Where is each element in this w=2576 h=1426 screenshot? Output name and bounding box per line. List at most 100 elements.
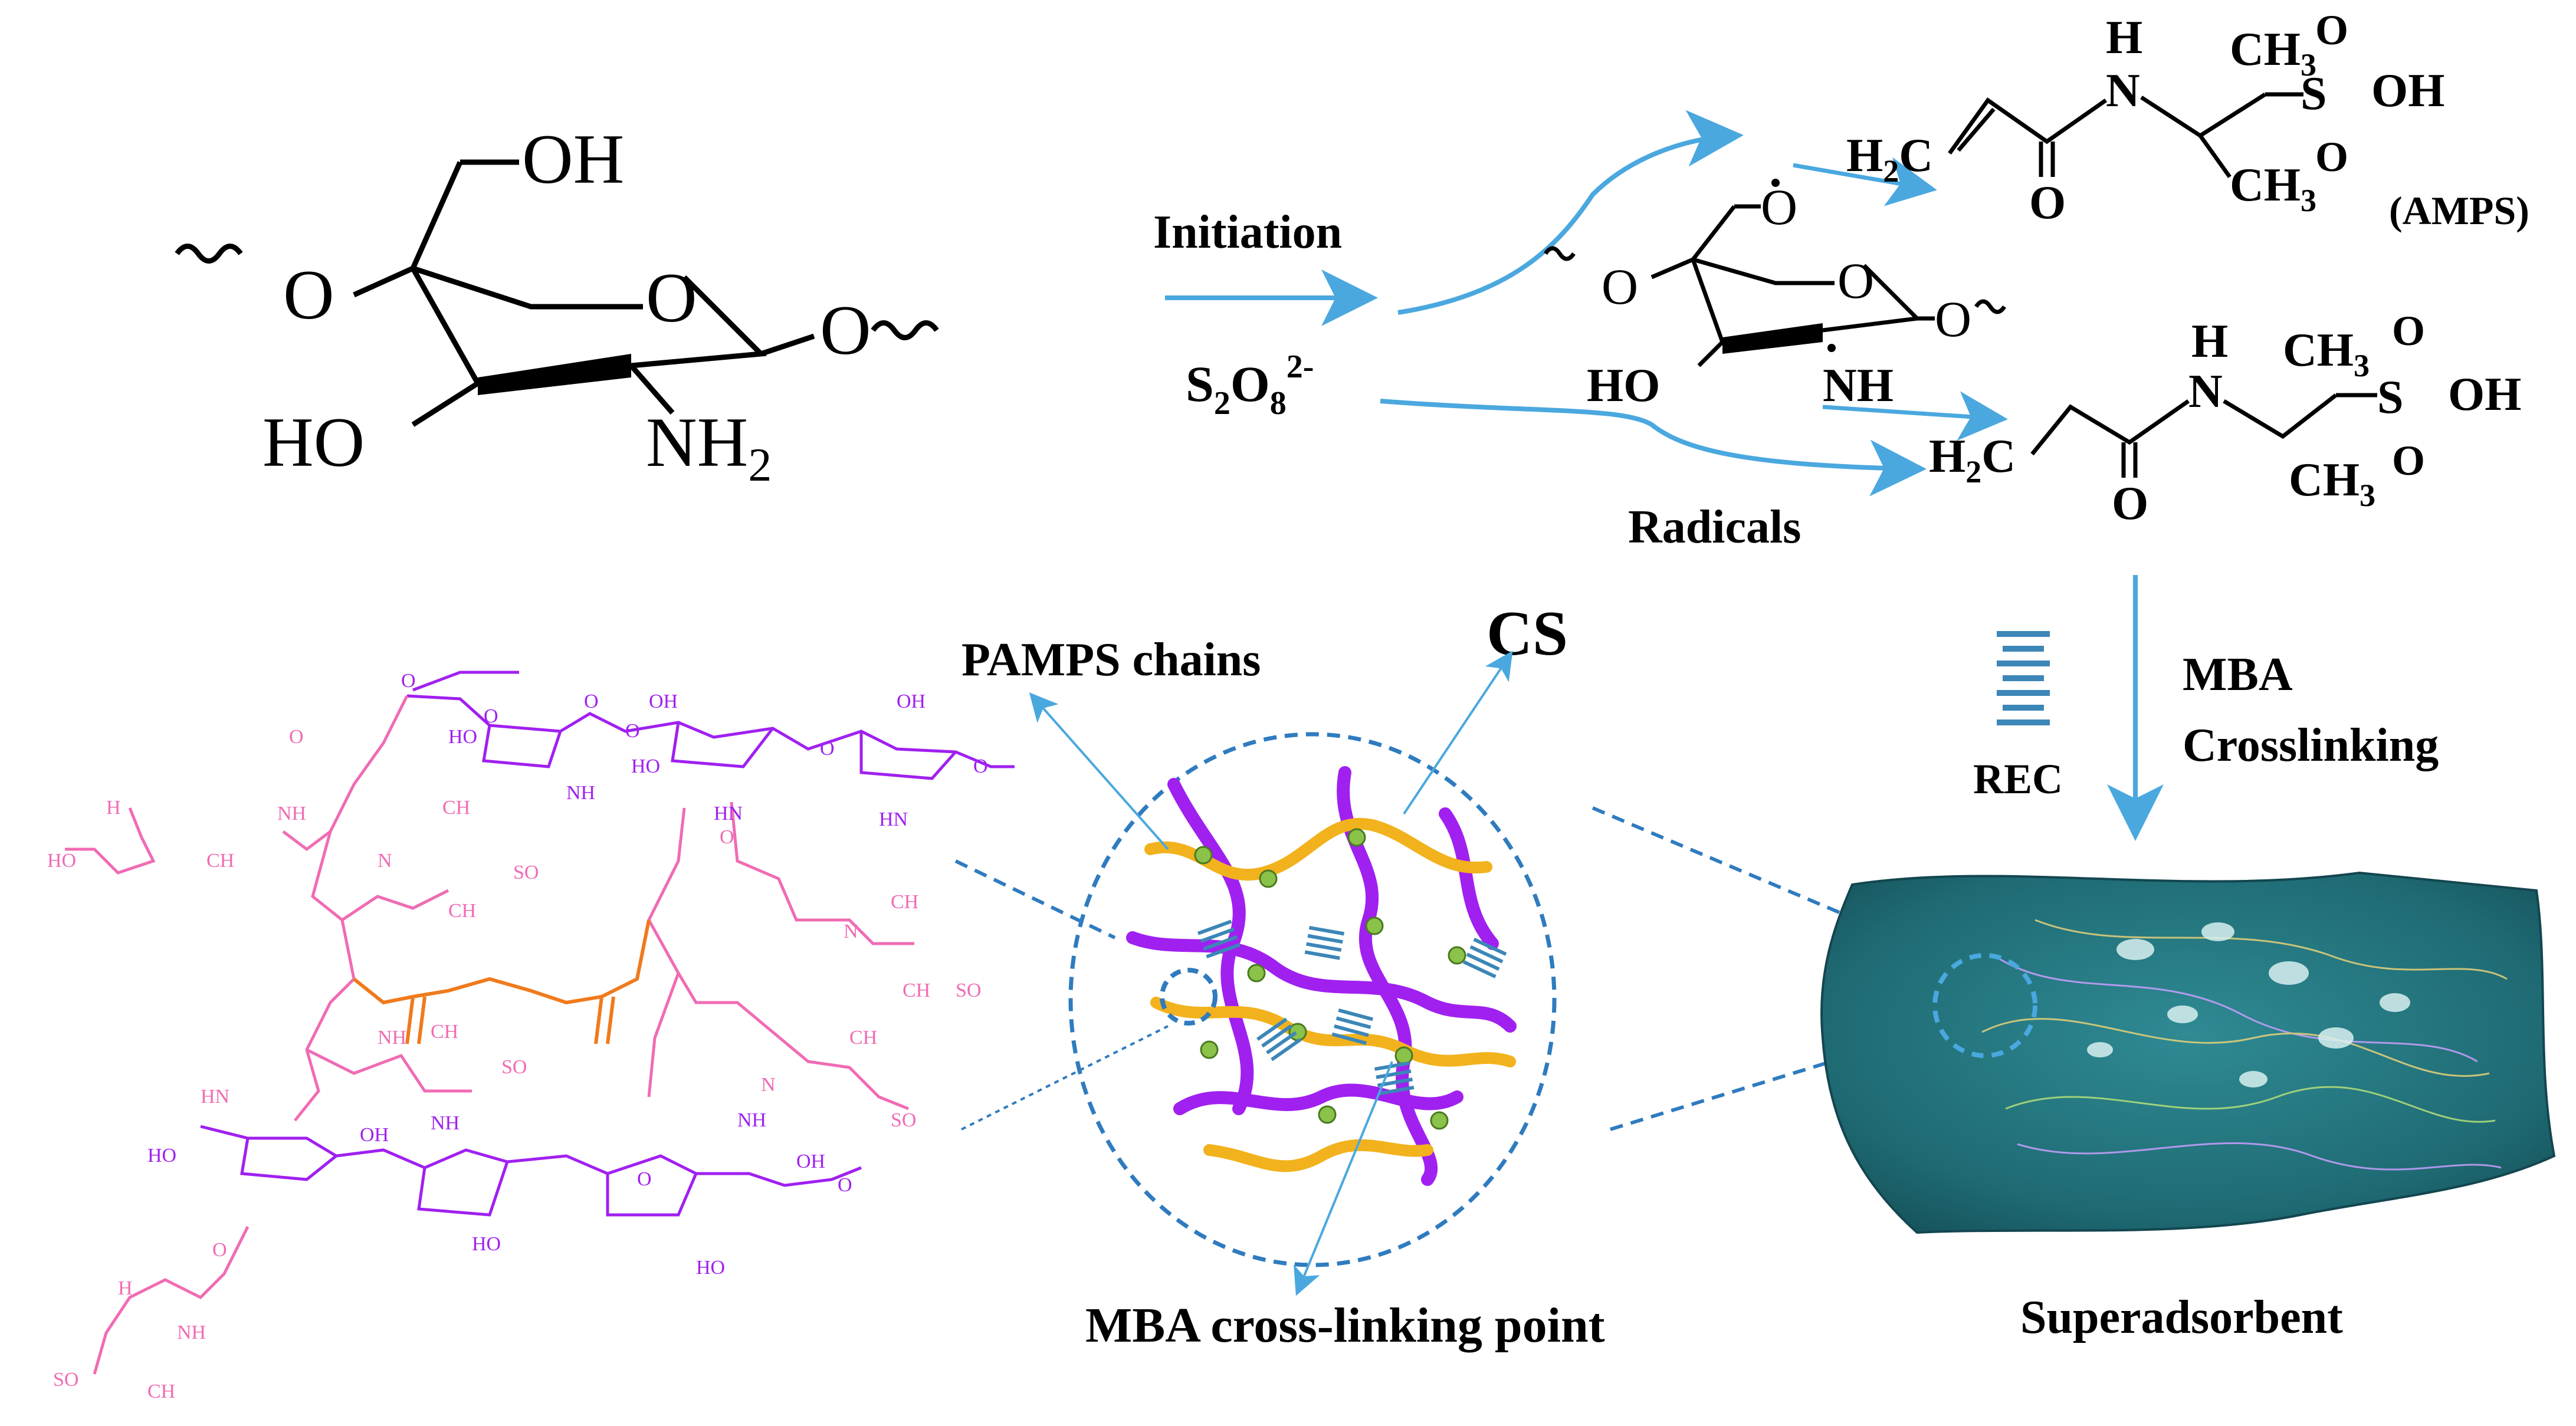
- radical-nh: NH: [1823, 360, 1894, 412]
- struct-ho-4: HO: [472, 1233, 501, 1255]
- initiation-label: Initiation: [1153, 206, 1342, 258]
- cs-label: CS: [1486, 599, 1568, 669]
- amps-ch3-a: CH3: [2230, 24, 2316, 83]
- network-circle: [1068, 732, 1557, 1267]
- arrow-n-to-amps: [1822, 391, 2008, 441]
- amps-o-down: O: [2315, 133, 2348, 180]
- amps-o-up: O: [2315, 6, 2348, 54]
- arrow-o-to-amps: [1793, 157, 1937, 206]
- mba-label: MBA: [2183, 649, 2293, 701]
- amps-ch3-b: CH3: [2230, 159, 2316, 218]
- struct-nh-3: NH: [177, 1322, 206, 1343]
- mba-crosslinker: [353, 919, 651, 1044]
- crosslink-nodes: [1194, 828, 1466, 1130]
- struct-ch3-4: CH: [891, 891, 918, 913]
- struct-so3h-1: SO: [513, 862, 539, 883]
- amps2-n: N: [2188, 366, 2223, 418]
- superadsorbent-gel: Superadsorbent: [1820, 871, 2556, 1343]
- struct-so3h-2: SO: [956, 980, 981, 1001]
- amps-molecule-middle: H2C O N H CH3 CH3 S O O OH: [1929, 307, 2521, 530]
- struct-o-pink-3: O: [212, 1239, 227, 1261]
- struct-ho-5: HO: [696, 1257, 725, 1279]
- struct-o-1: O: [401, 670, 416, 692]
- amps-n: N: [2106, 65, 2140, 117]
- struct-o-7: O: [637, 1168, 652, 1190]
- struct-hn-pink: HN: [201, 1086, 229, 1108]
- gel-fibers: [1981, 919, 2508, 1171]
- chitosan-o-left: O: [283, 255, 334, 334]
- amps-oh: OH: [2371, 65, 2444, 117]
- mba-crosslink-point-label: MBA cross-linking point: [1085, 1298, 1605, 1353]
- struct-oh-1: OH: [649, 691, 678, 712]
- grafted-polymer-structure: O O HO O O OH HO HN O OH HN O NH H HO CH…: [47, 670, 1015, 1402]
- radical-ho: HO: [1587, 360, 1660, 412]
- amps2-o-down: O: [2392, 437, 2425, 484]
- radical-o-ring: O: [1837, 252, 1874, 309]
- wavy-bond-right: [871, 320, 939, 340]
- radical-unit: O O O O HO NH: [1544, 157, 2008, 441]
- struct-n-2: N: [844, 921, 858, 942]
- amps2-ch3-b: CH3: [2289, 454, 2375, 513]
- amps2-o: O: [2112, 478, 2148, 530]
- struct-o-pink-1: O: [289, 726, 304, 748]
- struct-nh-2: NH: [378, 1027, 406, 1049]
- rec-layers-icon: [1997, 631, 2050, 725]
- rec-stacks: [1197, 919, 1507, 1096]
- struct-ho-3: HO: [147, 1145, 176, 1167]
- radicals-label: Radicals: [1628, 501, 1801, 553]
- network-diagram: PAMPS chains CS MBA cross-linking point: [954, 599, 1947, 1353]
- amps2-h2c: H2C: [1929, 431, 2016, 489]
- initiation-step: Initiation S2O82- Radicals: [1153, 110, 1927, 553]
- chitosan-nh2: NH2: [646, 403, 772, 491]
- struct-oh-2: OH: [897, 691, 926, 712]
- struct-ch3-6: CH: [431, 1021, 458, 1043]
- initiator-formula: S2O82-: [1186, 349, 1314, 422]
- gel-block: [1820, 871, 2556, 1234]
- arrow-to-o-radical: [1397, 110, 1744, 315]
- amps2-ch3-a: CH3: [2283, 324, 2370, 383]
- chitosan-o-right: O: [820, 291, 871, 369]
- amps-h: H: [2106, 12, 2142, 64]
- superadsorbent-label: Superadsorbent: [2020, 1292, 2343, 1343]
- struct-oh-3: OH: [360, 1124, 389, 1146]
- struct-nh2-1: NH: [566, 782, 595, 804]
- chitosan-oh-top: OH: [522, 120, 624, 198]
- struct-ch3-5: CH: [903, 980, 930, 1001]
- struct-ch3-8: CH: [147, 1381, 175, 1402]
- struct-o-5: O: [820, 738, 835, 760]
- struct-oh-4: OH: [796, 1151, 825, 1172]
- struct-ch3-3: CH: [448, 900, 476, 922]
- rec-label: REC: [1973, 755, 2063, 803]
- amps-h2c: H2C: [1846, 130, 1933, 189]
- cs-backbone-bottom: [200, 1125, 862, 1217]
- struct-o-pink-2: O: [720, 826, 734, 848]
- struct-o-8: O: [838, 1174, 852, 1196]
- struct-o-4: O: [625, 720, 640, 742]
- struct-h3c-1: H: [106, 797, 121, 819]
- arrow-to-n-radical: [1380, 399, 1927, 497]
- radical-o-right: O: [1935, 291, 1971, 347]
- amps-molecule-top: H2C O N H CH3 CH3 S O O OH (AMPS): [1846, 6, 2529, 233]
- struct-o-2: O: [484, 705, 498, 727]
- struct-ch3-2: CH: [442, 797, 470, 819]
- cs-chains: [1126, 766, 1517, 1186]
- struct-so3h-4: SO: [891, 1109, 916, 1131]
- struct-hn-2: HN: [879, 809, 908, 830]
- struct-ch3-1: CH: [206, 850, 234, 872]
- struct-nh-4: NH: [737, 1109, 766, 1131]
- pamps-chains-label: PAMPS chains: [962, 634, 1261, 686]
- struct-nh2-2: NH: [431, 1112, 460, 1134]
- pamps-pink-chains: [65, 695, 914, 1375]
- struct-so3h-3: SO: [501, 1056, 527, 1078]
- struct-ho-2: HO: [631, 755, 660, 777]
- crosslinking-step: MBA Crosslinking REC: [1973, 575, 2439, 841]
- struct-ho3s-1: HO: [47, 850, 76, 872]
- struct-n-1: N: [378, 850, 392, 872]
- amps2-oh: OH: [2448, 369, 2521, 420]
- amps2-s: S: [2377, 372, 2404, 423]
- amps-label: (AMPS): [2389, 188, 2529, 233]
- struct-nh-1: NH: [277, 803, 306, 824]
- struct-ho-1: HO: [448, 726, 477, 748]
- radical-o-left: O: [1602, 258, 1638, 315]
